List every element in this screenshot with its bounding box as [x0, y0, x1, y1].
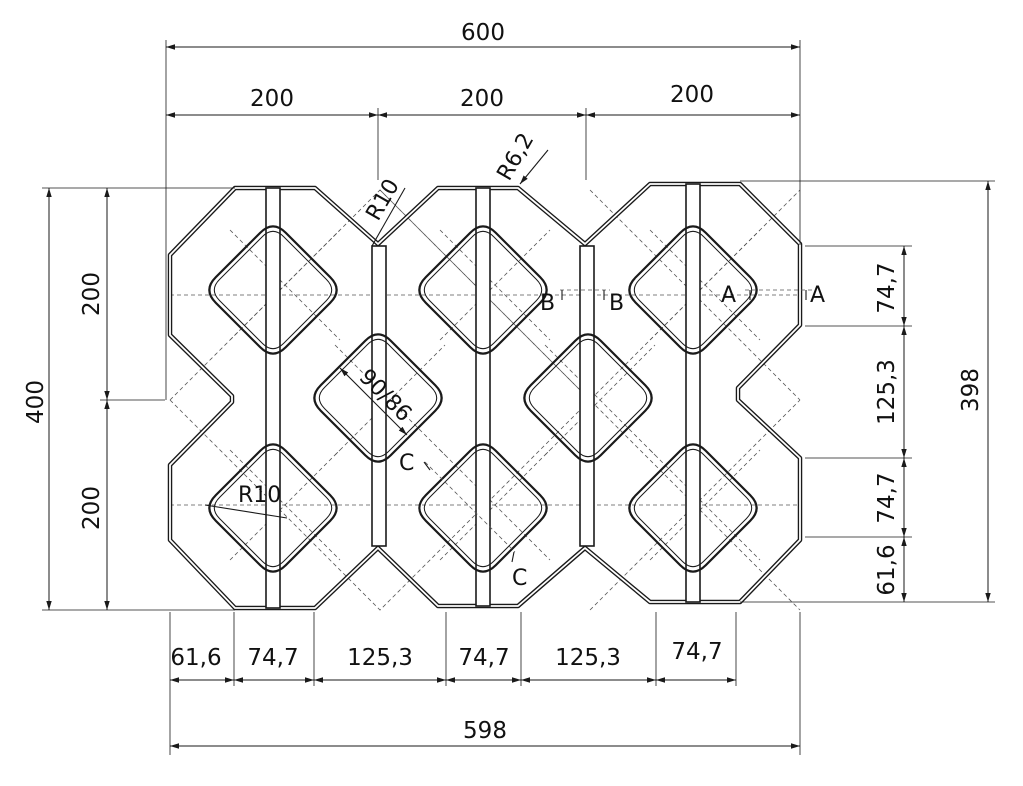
label-module-3: 200	[670, 82, 714, 108]
dim-left: 400 200 200	[23, 187, 235, 611]
label-left-lower: 200	[79, 486, 105, 530]
hole-inner-8	[528, 338, 648, 458]
hole-outline-3	[628, 225, 758, 355]
label-a-left: A	[721, 283, 736, 308]
section-markers: A A B B C C	[399, 283, 825, 591]
hole-outline-6	[628, 443, 758, 573]
label-c-upper: C	[399, 451, 414, 476]
label-bottom-2: 74,7	[247, 645, 298, 671]
dim-overall-width-top: 600	[165, 20, 801, 400]
label-bottom-6: 74,7	[671, 639, 722, 665]
label-left-upper: 200	[79, 272, 105, 316]
hole-inner-3	[633, 230, 753, 350]
label-400: 400	[23, 380, 49, 424]
label-b-left: B	[540, 291, 555, 316]
dim-modules: 200 200 200	[166, 82, 800, 180]
hole-outline-8	[523, 333, 653, 463]
label-right-4: 61,6	[874, 544, 900, 595]
label-r6-2: R6,2	[493, 129, 540, 185]
hole-inner-1	[213, 230, 333, 350]
hole-inner-2	[423, 230, 543, 350]
label-598: 598	[463, 718, 507, 744]
dim-right: 398 74,7 125,3 74,7 61,6	[740, 180, 995, 603]
label-right-2: 125,3	[874, 359, 900, 425]
label-a-right: A	[810, 283, 825, 308]
hole-outline-5	[418, 443, 548, 573]
label-bottom-4: 74,7	[458, 645, 509, 671]
label-bottom-5: 125,3	[555, 645, 621, 671]
hole-inner-7	[318, 338, 438, 458]
ribs	[265, 183, 701, 609]
label-right-3: 74,7	[874, 472, 900, 523]
label-bottom-3: 125,3	[347, 645, 413, 671]
label-module-1: 200	[250, 86, 294, 112]
holes	[208, 225, 758, 573]
label-bottom-1: 61,6	[170, 645, 221, 671]
hole-outline-7	[313, 333, 443, 463]
label-r10-hole: R10	[238, 483, 281, 508]
hole-outline-4	[208, 443, 338, 573]
label-module-2: 200	[460, 86, 504, 112]
hole-outline-1	[208, 225, 338, 355]
label-398: 398	[958, 368, 984, 412]
hole-inner-4	[213, 448, 333, 568]
label-c-lower: C	[512, 566, 527, 591]
label-b-right: B	[609, 291, 624, 316]
hole-outline-2	[418, 225, 548, 355]
dim-bottom: 61,6 74,7 125,3 74,7 125,3 74,7 598	[169, 612, 801, 755]
hole-inner-5	[423, 448, 543, 568]
label-right-1: 74,7	[874, 262, 900, 313]
label-600: 600	[461, 20, 505, 46]
hole-inner-6	[633, 448, 753, 568]
